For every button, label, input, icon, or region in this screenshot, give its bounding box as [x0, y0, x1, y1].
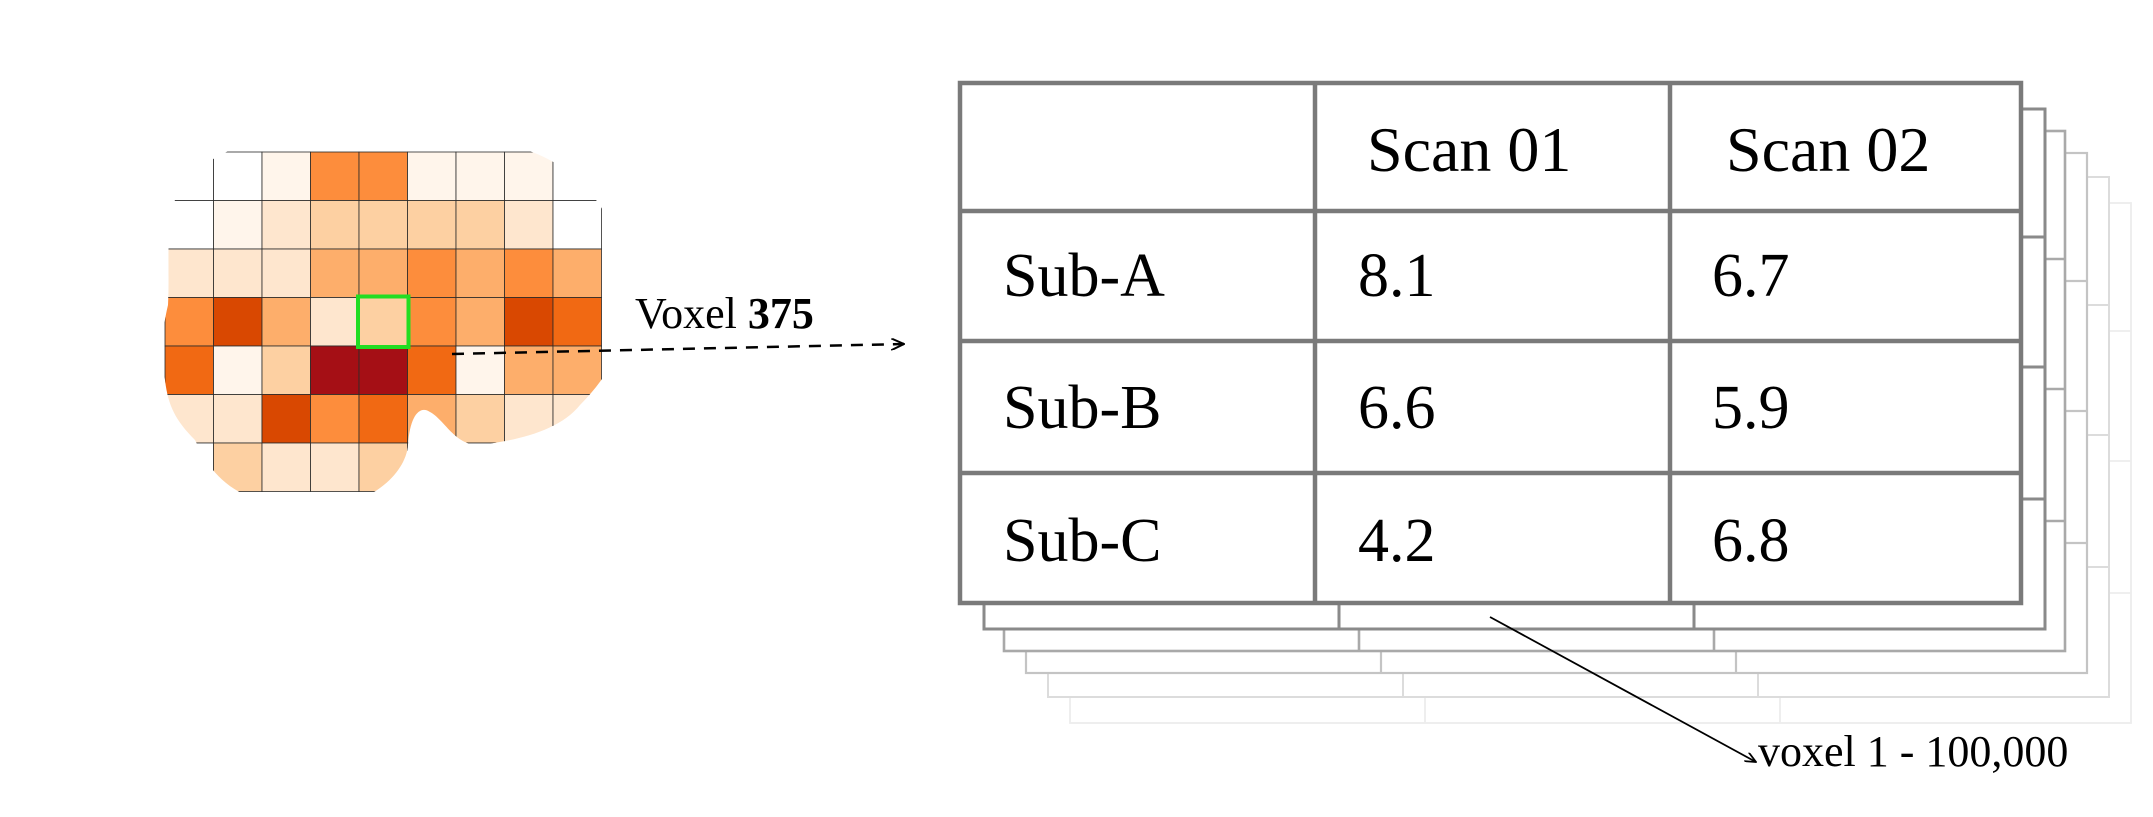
stack-label: voxel 1 - 100,000 [1758, 727, 2068, 776]
selected-voxel-highlight [356, 294, 411, 349]
cell-sub-b-scan-02: 5.9 [1712, 374, 1790, 442]
header-scan-01: Scan 01 [1367, 114, 1571, 185]
heatmap-voxel [455, 200, 505, 250]
stack-label-arrow [1489, 616, 1756, 762]
heatmap-voxel [164, 345, 214, 395]
row-label-sub-c: Sub-C [1003, 507, 1161, 575]
heatmap-voxel [455, 151, 505, 201]
heatmap-voxel [358, 297, 408, 347]
voxel-callout-prefix: Voxel [635, 289, 737, 338]
heatmap-voxel [552, 394, 602, 444]
heatmap-voxel [504, 200, 554, 250]
voxel-callout-number: 375 [748, 289, 814, 338]
heatmap-voxel [358, 442, 408, 492]
heatmap-voxel [504, 442, 554, 492]
heatmap-voxel [261, 151, 311, 201]
heatmap-voxel [213, 297, 263, 347]
heatmap-voxel [552, 248, 602, 298]
heatmap-voxel [407, 248, 457, 298]
heatmap-voxel [407, 394, 457, 444]
heatmap-voxel [504, 248, 554, 298]
table-grid [957, 80, 2024, 606]
heatmap-voxel [213, 345, 263, 395]
heatmap-voxel [407, 200, 457, 250]
heatmap-voxel [261, 248, 311, 298]
brain-heatmap [164, 151, 602, 492]
heatmap-voxel [164, 151, 214, 201]
heatmap-voxel [552, 442, 602, 492]
cell-sub-a-scan-02: 6.7 [1712, 242, 1790, 310]
heatmap-voxel [358, 248, 408, 298]
heatmap-voxel [213, 442, 263, 492]
heatmap-voxel [261, 200, 311, 250]
heatmap-voxel [164, 248, 214, 298]
heatmap-voxel [455, 442, 505, 492]
heatmap-voxel [455, 394, 505, 444]
heatmap-voxel [407, 151, 457, 201]
heatmap-voxel [261, 394, 311, 444]
cell-sub-a-scan-01: 8.1 [1358, 242, 1436, 310]
heatmap-voxel [358, 200, 408, 250]
cell-sub-c-scan-01: 4.2 [1358, 507, 1436, 575]
heatmap-voxel [504, 345, 554, 395]
heatmap-voxel [213, 394, 263, 444]
heatmap-voxel [213, 151, 263, 201]
heatmap-voxel [164, 297, 214, 347]
heatmap-voxel [261, 442, 311, 492]
heatmap-voxel [310, 297, 360, 347]
heatmap-voxel [504, 297, 554, 347]
heatmap-voxel [407, 345, 457, 395]
heatmap-voxel [261, 345, 311, 395]
heatmap-voxel [552, 151, 602, 201]
data-table: Scan 01 Scan 02 Sub-A 8.1 6.7 Sub-B 6.6 … [957, 80, 2024, 606]
heatmap-voxel [407, 297, 457, 347]
heatmap-voxel [504, 151, 554, 201]
heatmap-voxel [213, 248, 263, 298]
heatmap-voxel [213, 200, 263, 250]
heatmap-voxel [358, 394, 408, 444]
row-label-sub-b: Sub-B [1003, 374, 1161, 442]
heatmap-voxel [310, 442, 360, 492]
cell-sub-c-scan-02: 6.8 [1712, 507, 1790, 575]
heatmap-voxel [310, 345, 360, 395]
heatmap-voxel [358, 345, 408, 395]
heatmap-voxel [358, 151, 408, 201]
voxel-callout-label: Voxel 375 [635, 289, 814, 338]
heatmap-voxel [310, 248, 360, 298]
heatmap-voxel [310, 151, 360, 201]
heatmap-voxel [504, 394, 554, 444]
heatmap-voxel [552, 297, 602, 347]
cell-sub-b-scan-01: 6.6 [1358, 374, 1436, 442]
row-label-sub-a: Sub-A [1003, 242, 1165, 310]
heatmap-voxel [552, 200, 602, 250]
heatmap-voxel [552, 345, 602, 395]
heatmap-voxel [455, 248, 505, 298]
heatmap-voxel [164, 394, 214, 444]
heatmap-voxel [407, 442, 457, 492]
header-scan-02: Scan 02 [1726, 114, 1930, 185]
heatmap-voxel [261, 297, 311, 347]
heatmap-voxel [164, 200, 214, 250]
heatmap-voxel [164, 442, 214, 492]
heatmap-voxel [310, 394, 360, 444]
heatmap-voxel [455, 297, 505, 347]
heatmap-voxel [310, 200, 360, 250]
